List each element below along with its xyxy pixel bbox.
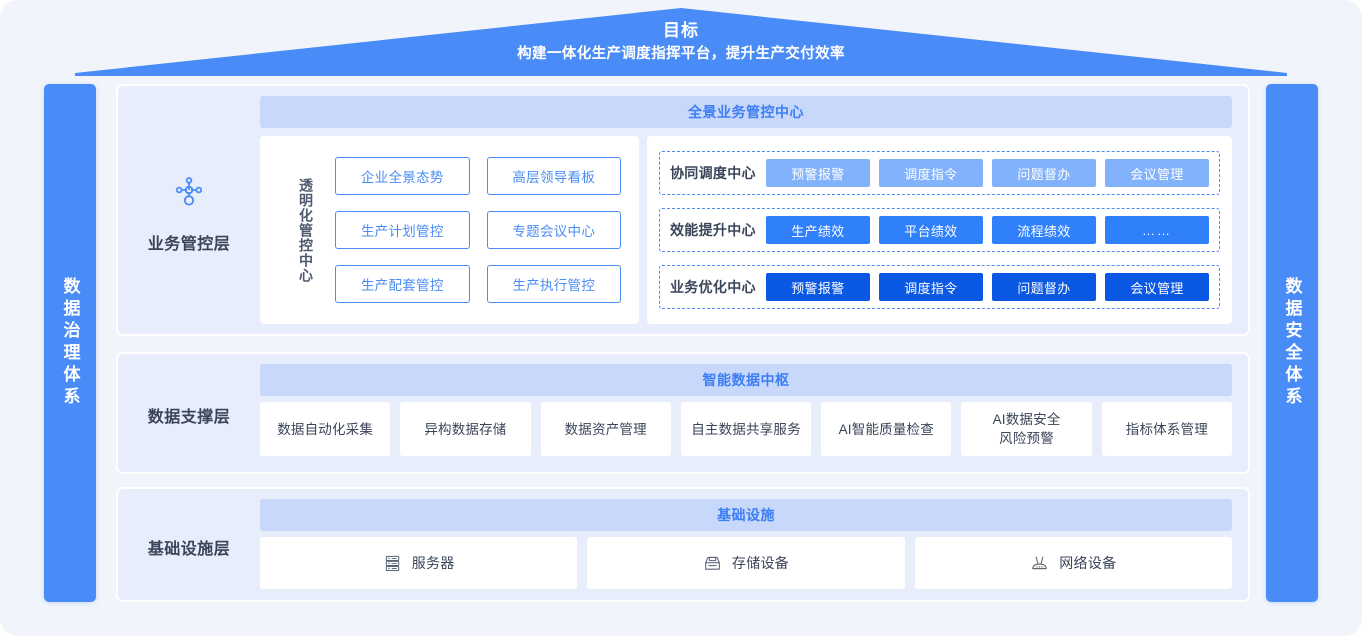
storage-icon — [703, 554, 722, 573]
server-icon — [383, 554, 402, 573]
goal-banner-text: 目标 构建一体化生产调度指挥平台，提升生产交付效率 — [0, 20, 1362, 65]
ribbon-data: 智能数据中枢 — [260, 364, 1232, 396]
button-production-plan-control[interactable]: 生产计划管控 — [335, 211, 470, 249]
side-bar-left-label: 数据治理体系 — [60, 277, 80, 409]
button-production-support-control[interactable]: 生产配套管控 — [335, 265, 470, 303]
layer-data-label: 数据支撑层 — [147, 409, 231, 426]
transparent-control-center-buttons: 企业全景态势 高层领导看板 生产计划管控 专题会议中心 生产配套管控 生产执行管… — [331, 157, 639, 303]
chip-alert-warning-2[interactable]: 预警报警 — [765, 273, 870, 301]
chip-meeting-management-1[interactable]: 会议管理 — [1104, 159, 1209, 187]
chip-more-ellipsis[interactable]: …… — [1104, 216, 1209, 244]
chip-alert-warning-1[interactable]: 预警报警 — [765, 159, 870, 187]
layer-business-label: 业务管控层 — [147, 235, 231, 253]
goal-title: 目标 — [663, 21, 699, 40]
side-bar-right-label: 数据安全体系 — [1282, 277, 1302, 409]
layer-business-control: 业务管控层 全景业务管控中心 透明化管控中心 企业全景态势 高层领导看板 生产计… — [116, 84, 1250, 336]
button-executive-dashboard[interactable]: 高层领导看板 — [486, 157, 621, 195]
button-production-execution-control[interactable]: 生产执行管控 — [486, 265, 621, 303]
tile-network-label: 网络设备 — [1059, 555, 1117, 571]
chip-platform-performance[interactable]: 平台绩效 — [878, 216, 983, 244]
row-title-collaborative-dispatch: 协同调度中心 — [670, 165, 756, 181]
goal-banner: 目标 构建一体化生产调度指挥平台，提升生产交付效率 — [0, 0, 1362, 76]
tile-ai-quality-inspection[interactable]: AI智能质量检查 — [821, 402, 952, 456]
row-collaborative-dispatch-center: 协同调度中心 预警报警 调度指令 问题督办 会议管理 — [659, 151, 1220, 195]
layer-business-label-group: 业务管控层 — [118, 86, 260, 338]
side-bar-data-governance: 数据治理体系 — [44, 84, 96, 602]
chip-process-performance[interactable]: 流程绩效 — [991, 216, 1096, 244]
chip-dispatch-order-1[interactable]: 调度指令 — [878, 159, 983, 187]
router-icon — [1030, 554, 1049, 573]
tile-storage-label: 存储设备 — [731, 555, 790, 571]
layer-infra-label-group: 基础设施层 — [118, 489, 260, 604]
ribbon-infra: 基础设施 — [260, 499, 1232, 531]
chips-business-optimization: 预警报警 调度指令 问题督办 会议管理 — [765, 273, 1209, 301]
tile-self-service-data-sharing[interactable]: 自主数据共享服务 — [680, 402, 812, 456]
tile-metric-system-management[interactable]: 指标体系管理 — [1101, 402, 1232, 456]
transparent-control-center-title: 透明化管控中心 — [298, 177, 314, 283]
chips-efficiency-improvement: 生产绩效 平台绩效 流程绩效 …… — [765, 216, 1209, 244]
tile-heterogeneous-data-storage[interactable]: 异构数据存储 — [400, 402, 531, 456]
data-support-tiles: 数据自动化采集 异构数据存储 数据资产管理 自主数据共享服务 AI智能质量检查 … — [260, 402, 1232, 456]
chip-production-performance[interactable]: 生产绩效 — [765, 216, 870, 244]
tile-automated-data-collection[interactable]: 数据自动化采集 — [260, 402, 391, 456]
button-topic-meeting-center[interactable]: 专题会议中心 — [486, 211, 621, 249]
layer-data-support: 数据支撑层 智能数据中枢 数据自动化采集 异构数据存储 数据资产管理 自主数据共… — [116, 352, 1250, 474]
tile-network-device[interactable]: 网络设备 — [914, 537, 1232, 589]
tile-server[interactable]: 服务器 — [260, 537, 578, 589]
layer-infra-label: 基础设施层 — [147, 540, 231, 558]
chip-dispatch-order-2[interactable]: 调度指令 — [878, 273, 983, 301]
tile-server-label: 服务器 — [411, 555, 455, 571]
ribbon-business: 全景业务管控中心 — [260, 96, 1232, 128]
transparent-control-center-panel: 透明化管控中心 企业全景态势 高层领导看板 生产计划管控 专题会议中心 生产配套… — [260, 136, 639, 324]
row-efficiency-improvement-center: 效能提升中心 生产绩效 平台绩效 流程绩效 …… — [659, 208, 1220, 252]
row-title-business-optimization: 业务优化中心 — [670, 279, 756, 295]
node-network-icon — [169, 171, 209, 216]
goal-subtitle: 构建一体化生产调度指挥平台，提升生产交付效率 — [517, 46, 845, 62]
tile-data-asset-management[interactable]: 数据资产管理 — [540, 402, 671, 456]
business-centers-panel: 协同调度中心 预警报警 调度指令 问题督办 会议管理 效能提升中心 生产绩效 平… — [647, 136, 1232, 324]
layer-infrastructure: 基础设施层 基础设施 — [116, 487, 1250, 602]
chip-issue-supervision-1[interactable]: 问题督办 — [991, 159, 1096, 187]
chip-issue-supervision-2[interactable]: 问题督办 — [991, 273, 1096, 301]
infrastructure-tiles: 服务器 存储设备 — [260, 537, 1232, 589]
side-bar-data-security: 数据安全体系 — [1266, 84, 1318, 602]
button-enterprise-overview[interactable]: 企业全景态势 — [335, 157, 470, 195]
layer-data-label-group: 数据支撑层 — [118, 354, 260, 476]
row-title-efficiency-improvement: 效能提升中心 — [670, 222, 756, 238]
chip-meeting-management-2[interactable]: 会议管理 — [1104, 273, 1209, 301]
chips-collaborative-dispatch: 预警报警 调度指令 问题督办 会议管理 — [765, 159, 1209, 187]
tile-storage-device[interactable]: 存储设备 — [587, 537, 905, 589]
tile-ai-data-security-risk-alert[interactable]: AI数据安全 风险预警 — [961, 402, 1092, 456]
row-business-optimization-center: 业务优化中心 预警报警 调度指令 问题督办 会议管理 — [659, 265, 1220, 309]
